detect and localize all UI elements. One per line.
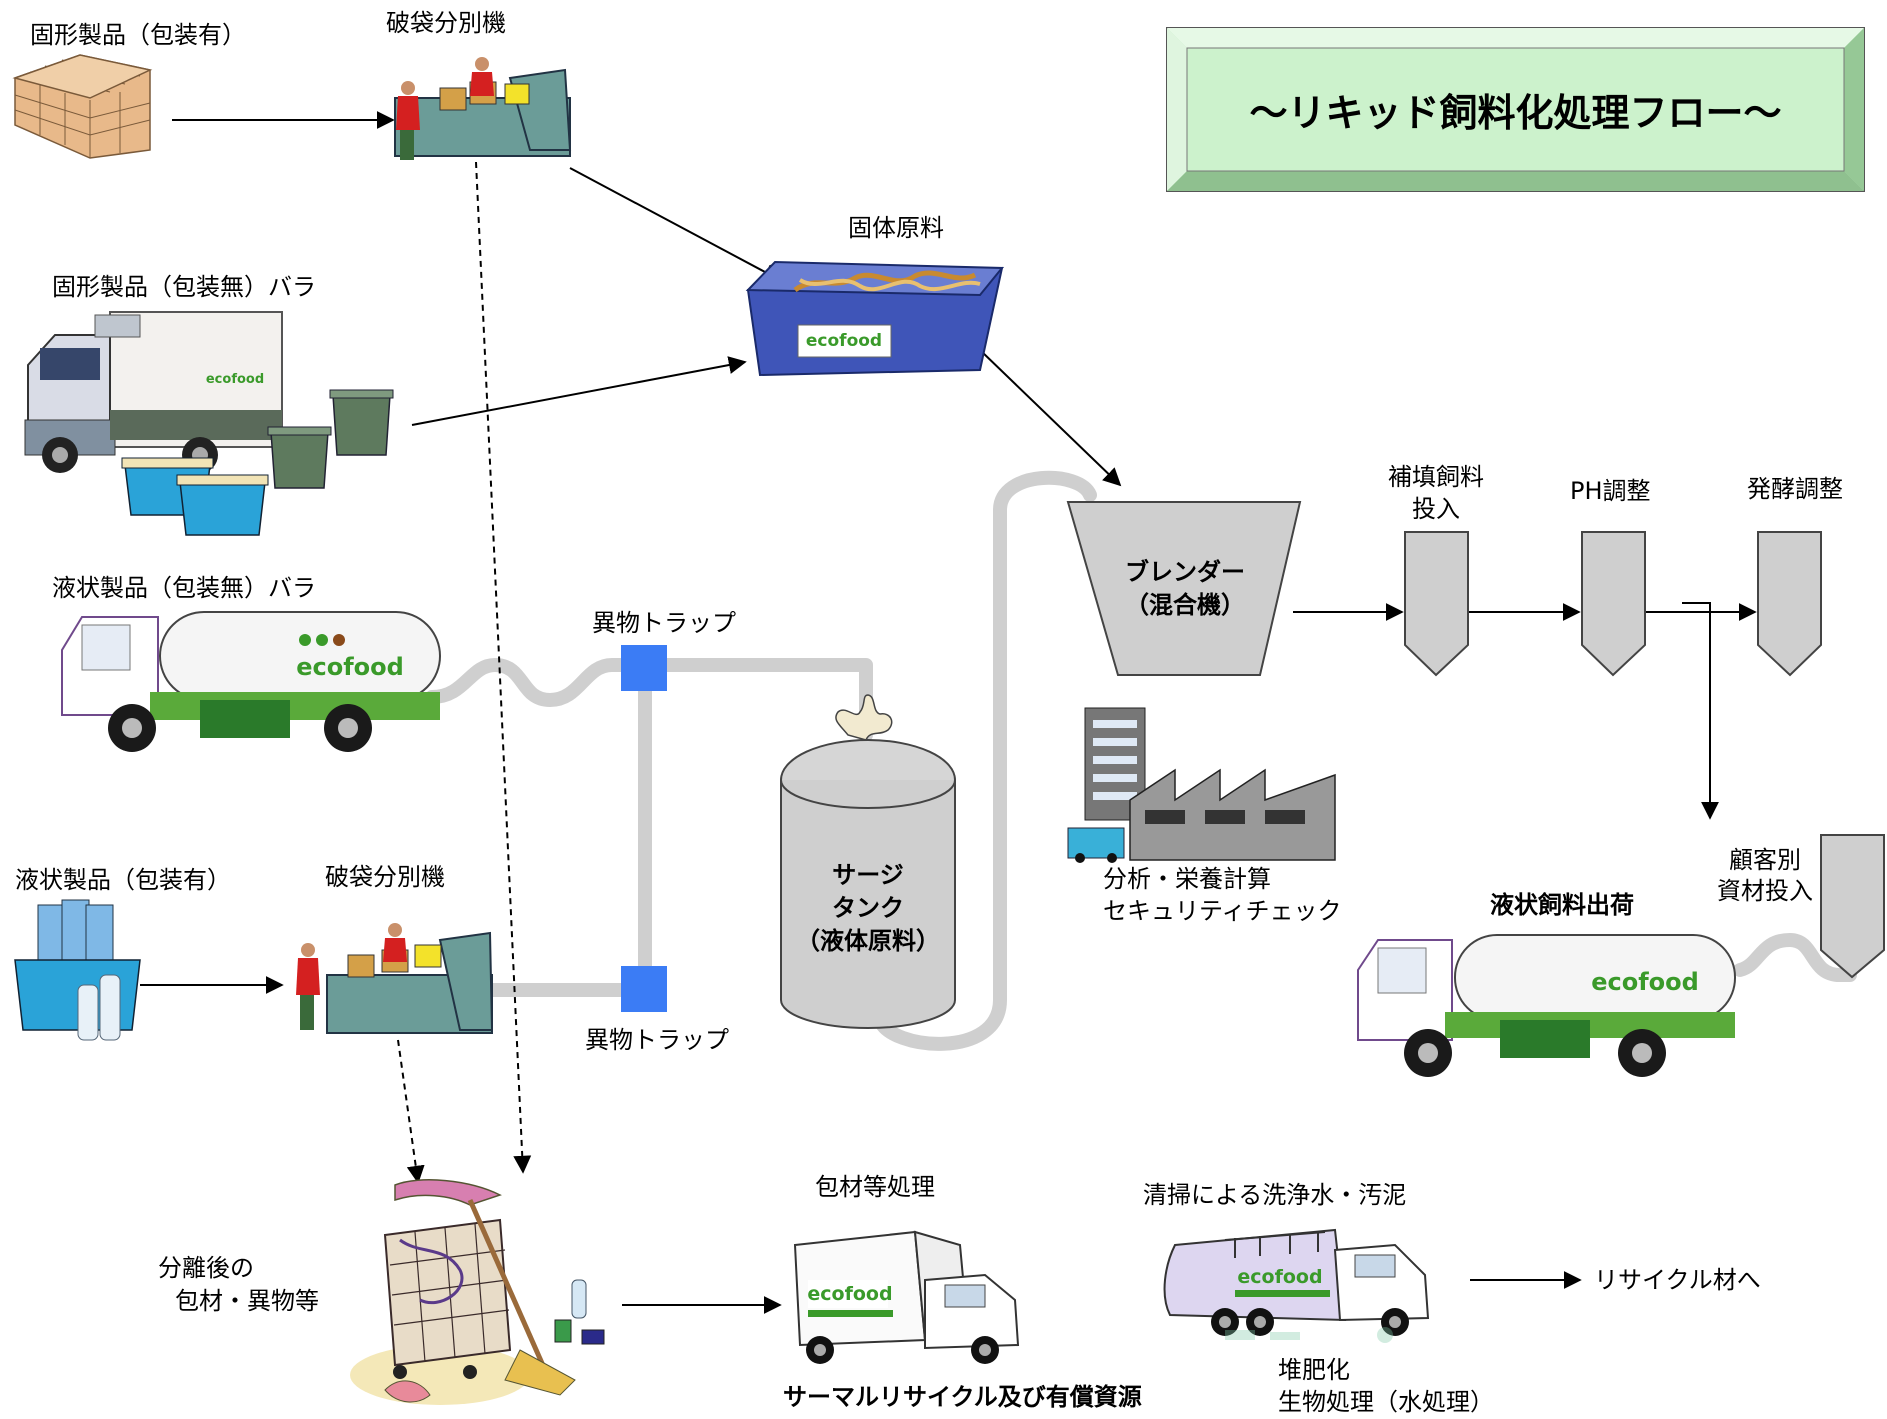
fermentation-vessel (1757, 531, 1822, 677)
factory-icon (1067, 707, 1336, 863)
bag-separator-machine-1 (394, 57, 572, 160)
label-solid-raw: 固体原料 (848, 214, 944, 242)
tanker-truck-icon-2: ecofood (1357, 934, 1736, 1077)
garbagetruck-logo-text: ecofood (1237, 1266, 1322, 1288)
label-supplement-2: 投入 (1412, 495, 1460, 523)
label-foreign-trap-2: 異物トラップ (585, 1026, 729, 1054)
page-title: ～リキッド飼料化処理フロー～ (1249, 91, 1782, 135)
garbage-cart-icon (350, 1179, 605, 1405)
flow-arrows (140, 111, 1757, 1314)
tanker1-logo-text: ecofood (296, 653, 404, 681)
surge-tank (780, 694, 956, 1029)
label-foreign-trap-1: 異物トラップ (592, 609, 736, 637)
tanker-truck-icon-1: ecofood (61, 611, 441, 752)
refrigerated-truck-icon: ecofood (24, 311, 283, 473)
foreign-trap-2 (621, 966, 667, 1012)
label-wash-water: 清掃による洗浄水・汚泥 (1143, 1181, 1407, 1209)
label-fermentation: 発酵調整 (1747, 475, 1843, 503)
boxes-icon (12, 54, 153, 159)
label-bag-separator-1: 破袋分別機 (386, 9, 506, 37)
label-to-recycle: リサイクル材へ (1594, 1266, 1761, 1294)
label-solid-unpackaged: 固形製品（包装無）バラ (52, 273, 316, 301)
label-packaging-treat: 包材等処理 (815, 1173, 935, 1201)
label-thermal-recycle: サーマルリサイクル及び有償資源 (783, 1383, 1142, 1411)
foreign-trap-1 (621, 645, 667, 691)
label-ph-adjust: PH調整 (1570, 477, 1651, 505)
label-separated-1: 分離後の (158, 1254, 254, 1282)
supplement-vessel (1404, 531, 1469, 677)
garbage-bins-icon (121, 389, 394, 536)
truck1-logo-text: ecofood (206, 372, 264, 387)
title-frame (1166, 27, 1865, 192)
label-blender-1: ブレンダー (1125, 558, 1245, 586)
label-surge-tank-1: サージ (832, 861, 904, 889)
bag-separator-machine-2 (296, 923, 494, 1034)
blender-hopper (1066, 501, 1302, 676)
label-liquid-packaged: 液状製品（包装有） (15, 866, 231, 894)
solid-raw-bin: ecofood (745, 260, 1005, 377)
customer-vessel (1820, 834, 1885, 979)
box-truck-icon: ecofood (793, 1230, 1020, 1364)
label-liquid-unpackaged: 液状製品（包装無）バラ (52, 574, 316, 602)
bottles-crate-icon (14, 899, 141, 1041)
label-supplement-1: 補填飼料 (1388, 463, 1484, 491)
label-customer-2: 資材投入 (1717, 877, 1813, 905)
label-surge-tank-3: （液体原料） (796, 927, 940, 955)
label-blender-2: （混合機） (1125, 591, 1245, 619)
ph-vessel (1581, 531, 1646, 677)
tanker2-logo-text: ecofood (1591, 968, 1699, 996)
bin-logo-text: ecofood (806, 331, 882, 351)
label-liquid-feed-ship: 液状飼料出荷 (1490, 891, 1634, 919)
liquid-pipes (425, 470, 1857, 1051)
boxtruck-logo-text: ecofood (807, 1283, 892, 1305)
label-customer-1: 顧客別 (1729, 846, 1801, 874)
label-bag-separator-2: 破袋分別機 (325, 863, 445, 891)
label-analysis-2: セキュリティチェック (1103, 897, 1342, 925)
label-compost-2: 生物処理（水処理） (1278, 1388, 1494, 1416)
label-analysis-1: 分析・栄養計算 (1103, 865, 1271, 893)
label-separated-2: 包材・異物等 (175, 1287, 319, 1315)
label-surge-tank-2: タンク (832, 894, 904, 922)
label-compost-1: 堆肥化 (1278, 1356, 1350, 1384)
garbage-truck-icon: ecofood (1163, 1228, 1430, 1343)
label-solid-packaged: 固形製品（包装有） (30, 21, 246, 49)
